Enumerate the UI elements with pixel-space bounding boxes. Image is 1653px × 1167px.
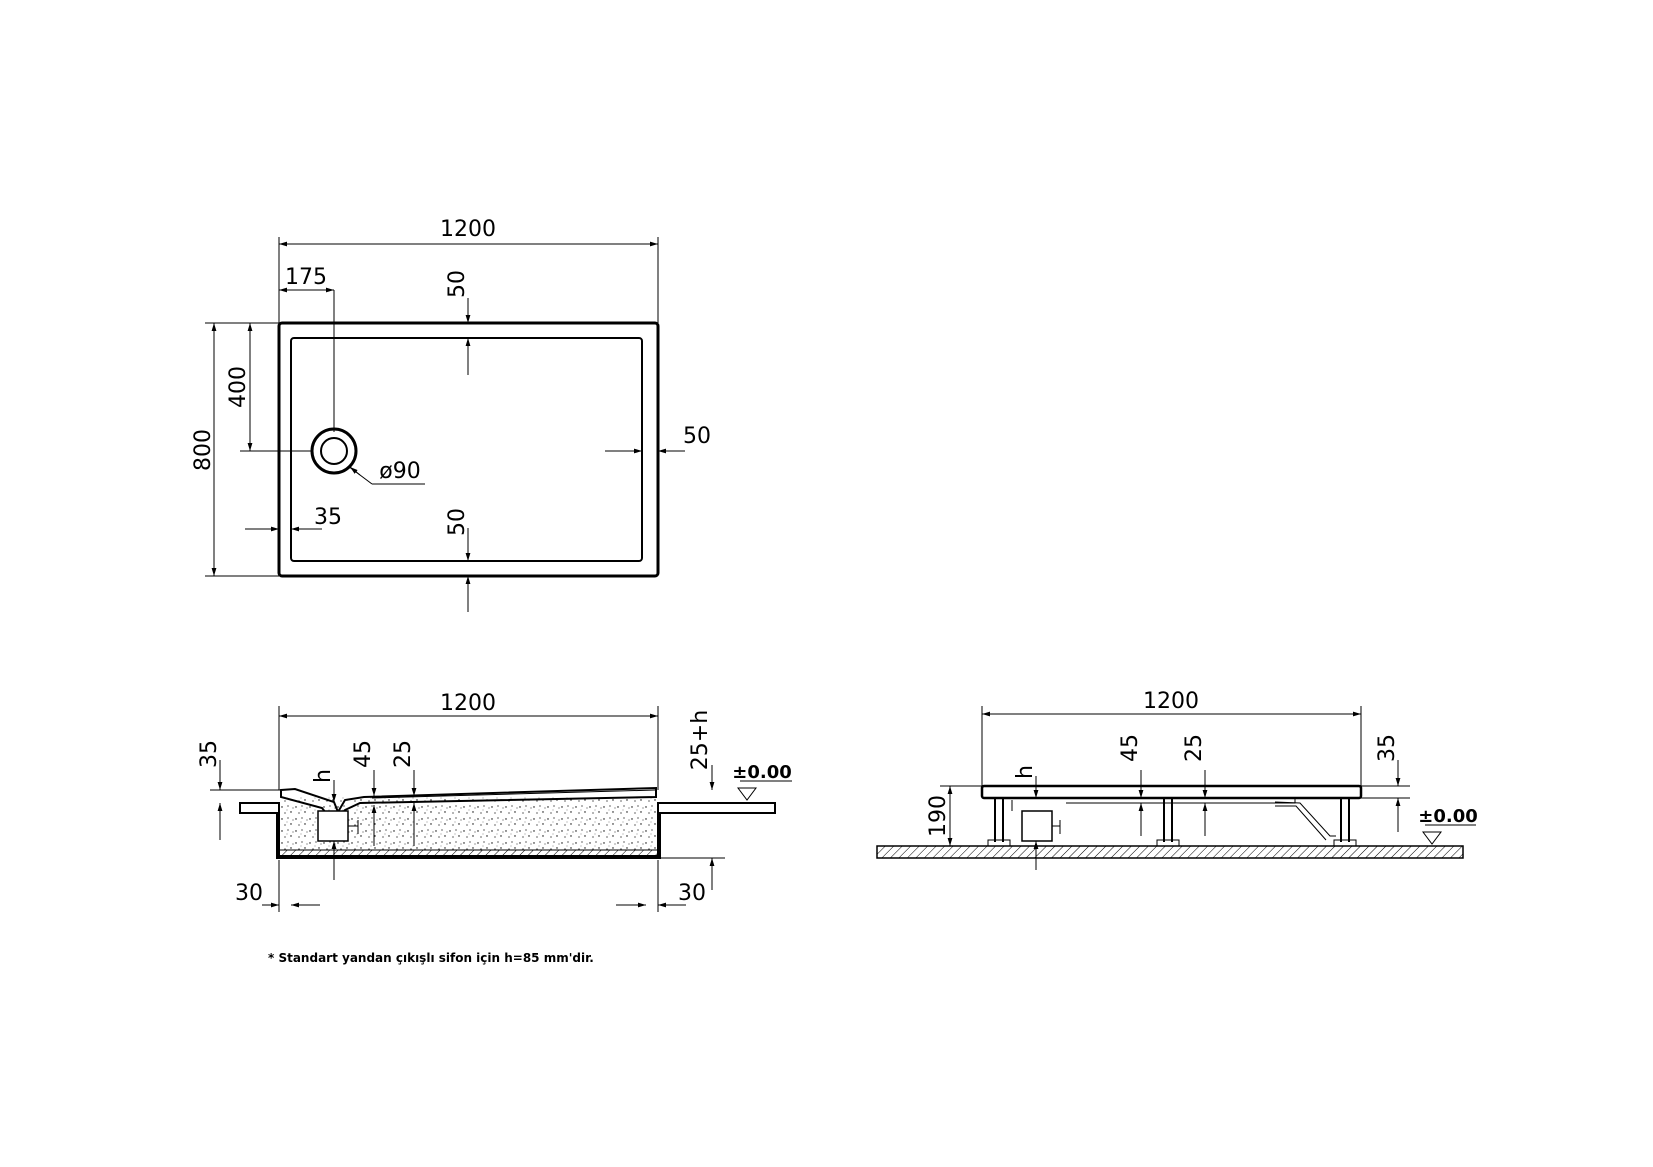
section-view-legs: 1200 h 45 25 35 190 ±0.00 [876,689,1478,870]
section-right-siphon [1021,810,1053,842]
section-view-installed: 1200 35 h 45 25 25+h ±0.00 30 [197,691,792,912]
drain-diameter-label: ø90 [379,459,420,484]
rim-top-label: 50 [445,270,470,298]
section-right-35-label: 35 [1375,734,1400,762]
rim-bottom-label: 50 [445,508,470,536]
rim-right-label: 50 [683,424,711,449]
section-left-width-label: 1200 [440,691,496,716]
top-view: 1200 175 800 400 50 50 50 35 ø [191,217,711,612]
section-left-25-label: 25 [391,740,416,768]
drain-offset-y-label: 400 [226,366,251,408]
section-right-level-label: ±0.00 [1418,806,1478,827]
rim-left-label: 35 [314,505,342,530]
section-left-wall-right-label: 30 [678,881,706,906]
section-right-height-label: 190 [926,795,951,837]
section-base-hatch [278,849,659,859]
section-siphon [317,810,349,842]
section-left-45-label: 45 [351,740,376,768]
footnote: * Standart yandan çıkışlı sifon için h=8… [268,951,594,965]
section-left-h-label: h [311,769,336,783]
section-left-rim-label: 35 [197,740,222,768]
section-left-wall-left-label: 30 [235,881,263,906]
top-width-label: 1200 [440,217,496,242]
drain-offset-x-label: 175 [285,265,327,290]
tray-slab [980,784,1363,800]
drain-outer [310,427,358,475]
floor-slab [876,845,1464,859]
drain-inner [320,437,348,465]
section-left-level-label: ±0.00 [732,762,792,783]
top-depth-label: 800 [191,429,216,471]
section-right-25-label: 25 [1182,734,1207,762]
section-right-45-label: 45 [1118,734,1143,762]
section-left-depth-label: 25+h [688,710,713,770]
section-right-h-label: h [1013,765,1038,779]
section-right-width-label: 1200 [1143,689,1199,714]
